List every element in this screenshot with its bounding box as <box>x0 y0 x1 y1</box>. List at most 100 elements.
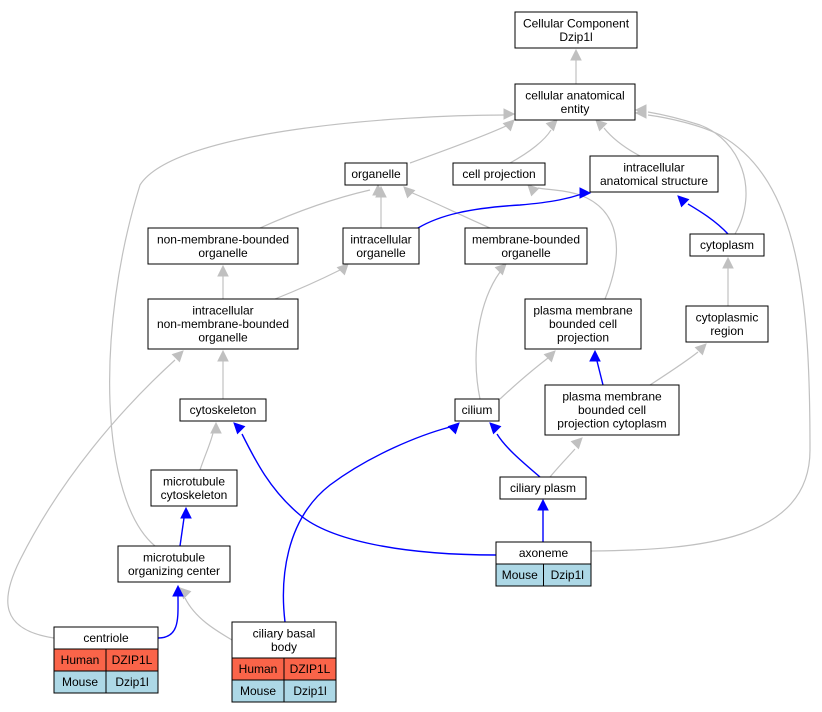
part-of-arrowhead-27 <box>233 422 246 435</box>
is-a-arrowhead-11 <box>722 256 734 269</box>
node-label-line: cytoskeleton <box>161 488 228 502</box>
node-label-line: microtubule <box>163 474 225 488</box>
node-label-line: cilium <box>462 403 493 417</box>
node-label-line: organelle <box>198 246 248 260</box>
node-box <box>117 545 231 583</box>
species-label: Mouse <box>62 675 98 689</box>
node-box <box>544 384 680 436</box>
gene-label: DZIP1L <box>112 653 153 667</box>
is-a-arrowhead-2 <box>545 119 558 132</box>
node-label-line: non-membrane-bounded <box>157 232 289 246</box>
node-cytoplasm: cytoplasm <box>689 233 765 257</box>
gene-cell <box>105 670 159 694</box>
part-of-arrowhead-30 <box>180 506 192 519</box>
node-label-line: cell projection <box>462 167 535 181</box>
node-cell-projection: cell projection <box>452 162 546 186</box>
is-a-edge-2 <box>509 129 552 164</box>
node-label-line: intracellular <box>192 304 253 318</box>
is-a-arrowhead-7 <box>403 186 416 199</box>
node-label-line: organelle <box>356 246 406 260</box>
node-label-line: non-membrane-bounded <box>157 317 289 331</box>
is-a-edge-7 <box>409 191 491 229</box>
gene-label: Dzip1l <box>293 684 326 698</box>
node-label-line: Dzip1l <box>559 30 592 44</box>
node-label-line: microtubule <box>143 550 205 564</box>
is-a-arrowhead-16 <box>210 421 222 434</box>
is-a-edge-17 <box>549 448 576 478</box>
part-of-edge-24 <box>596 360 604 386</box>
gene-cell <box>543 563 592 587</box>
node-label-line: body <box>271 640 297 654</box>
part-of-edge-22 <box>417 193 583 229</box>
is-a-arrowhead-20 <box>171 350 184 363</box>
node-label-line: bounded cell <box>578 403 646 417</box>
part-of-edge-26 <box>496 433 541 478</box>
is-a-arrowhead-17 <box>570 437 583 450</box>
node-box <box>454 398 500 422</box>
part-of-arrowhead-22 <box>579 187 592 199</box>
is-a-arrowhead-10 <box>527 184 540 197</box>
node-box <box>344 162 408 186</box>
is-a-edge-21 <box>184 597 233 641</box>
node-label-line: projection cytoplasm <box>557 417 666 431</box>
is-a-edge-15 <box>649 351 699 386</box>
node-label-line: axoneme <box>519 546 569 560</box>
is-a-edge-3 <box>603 127 641 157</box>
node-box <box>589 155 719 193</box>
is-a-arrowhead-19 <box>634 107 647 119</box>
node-box <box>689 233 765 257</box>
edge-layer <box>7 48 811 641</box>
gene-cell <box>283 679 337 703</box>
node-box <box>452 162 546 186</box>
part-of-edge-30 <box>179 517 185 547</box>
node-label-line: centriole <box>83 631 129 645</box>
is-a-arrowhead-13 <box>494 263 507 276</box>
node-box <box>147 298 299 350</box>
is-a-edge-13 <box>475 271 501 400</box>
species-label: Mouse <box>240 684 276 698</box>
node-box <box>342 227 420 265</box>
node-box <box>514 83 636 121</box>
node-box <box>499 476 587 500</box>
gene-label: Dzip1l <box>551 568 584 582</box>
node-label-line: membrane-bounded <box>472 232 580 246</box>
node-label-line: organelle <box>351 167 401 181</box>
node-label-line: Cellular Component <box>523 16 630 30</box>
part-of-arrowhead-29 <box>172 584 184 597</box>
species-label: Mouse <box>502 568 538 582</box>
is-a-arrowhead-9 <box>336 263 349 276</box>
node-label-line: intracellular <box>350 232 411 246</box>
part-of-arrowhead-26 <box>489 422 502 435</box>
node-label-line: cellular anatomical <box>525 88 624 102</box>
node-box <box>464 227 588 265</box>
is-a-arrowhead-1 <box>502 119 515 132</box>
is-a-edge-14 <box>499 357 549 400</box>
node-box <box>150 469 238 507</box>
node-label-line: plasma membrane <box>533 304 633 318</box>
node-label-line: organelle <box>198 331 248 345</box>
node-intracellular-non-membrane-bounded-organelle: intracellularnon-membrane-boundedorganel… <box>147 298 299 350</box>
part-of-arrowhead-28 <box>447 422 460 435</box>
is-a-arrowhead-12 <box>217 349 229 362</box>
part-of-edge-29 <box>157 595 179 639</box>
is-a-arrowhead-18 <box>503 108 516 120</box>
gene-label: DZIP1L <box>290 662 331 676</box>
is-a-edge-20 <box>7 359 176 639</box>
node-label-line: projection <box>557 331 609 345</box>
node-label-line: anatomical structure <box>600 174 708 188</box>
node-label-line: entity <box>561 102 590 116</box>
node-cytoskeleton: cytoskeleton <box>179 398 267 422</box>
is-a-arrowhead-15 <box>694 343 707 356</box>
node-label-line: plasma membrane <box>562 390 662 404</box>
node-label-line: organelle <box>501 246 551 260</box>
is-a-arrowhead-14 <box>543 350 556 363</box>
